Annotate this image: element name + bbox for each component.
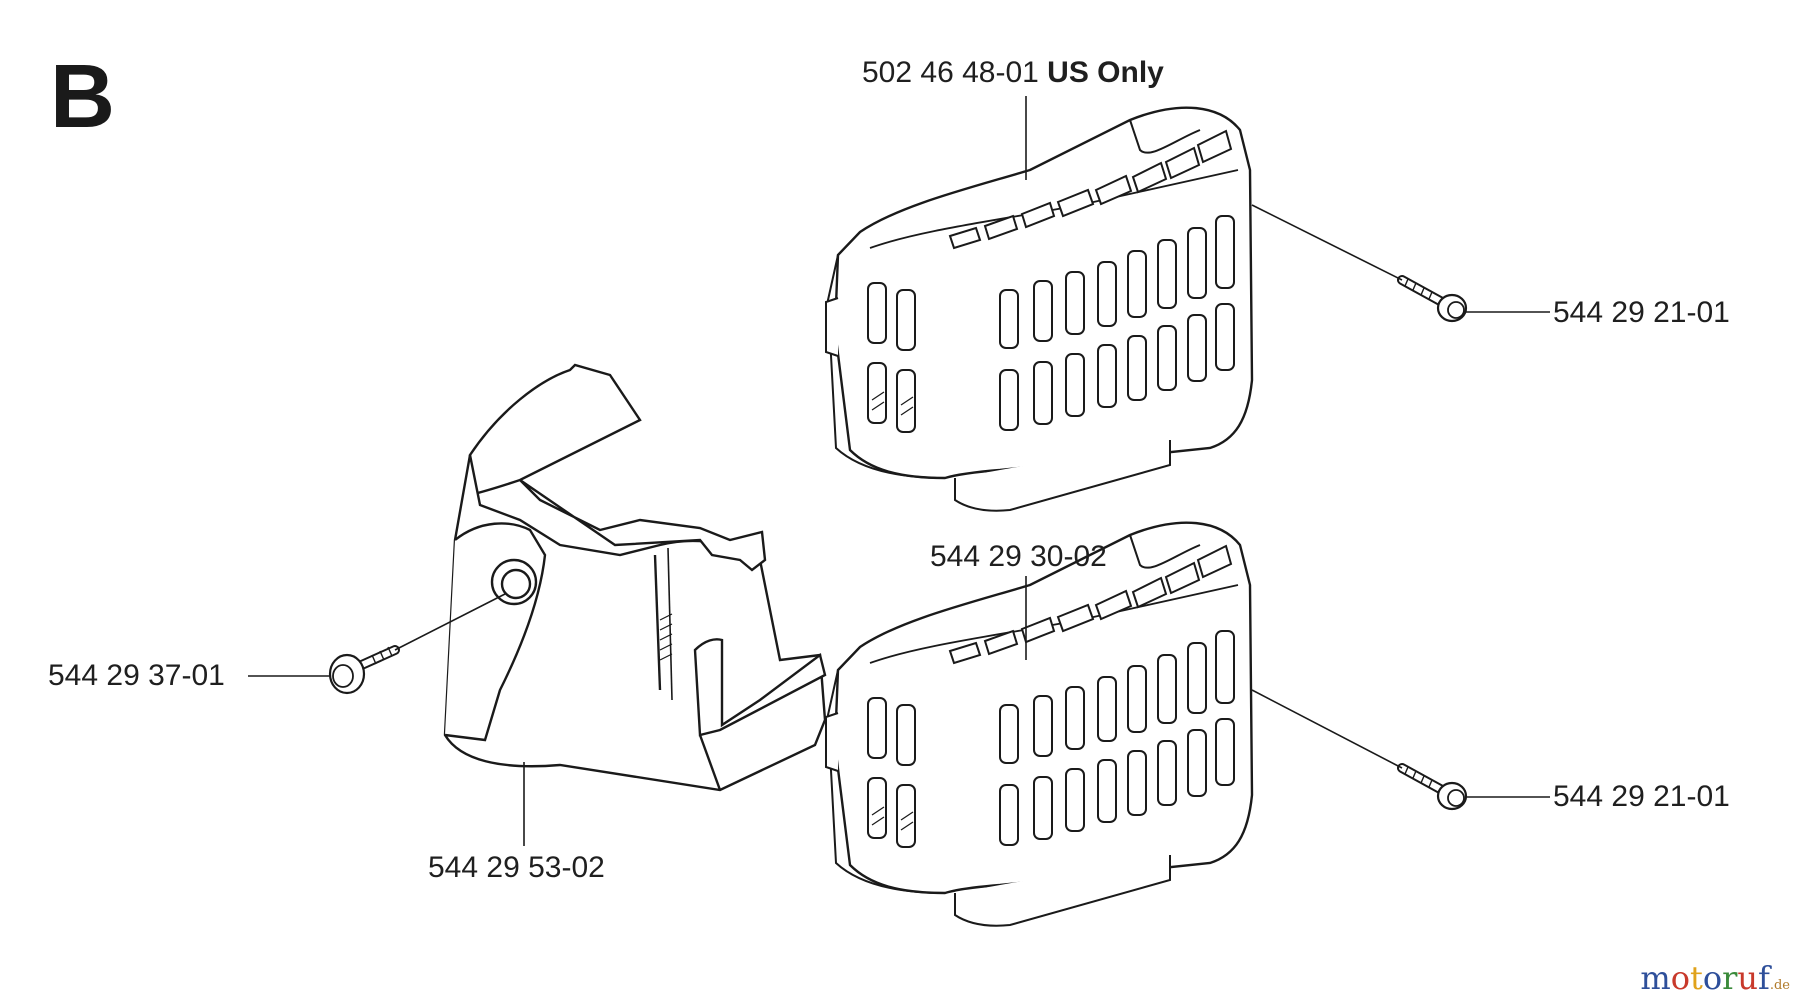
leader-lines xyxy=(248,96,1550,846)
wm-u: u xyxy=(1737,959,1758,997)
air-filter-cover-bottom xyxy=(824,521,1254,927)
part-number-cover-top: 502 46 48-01 xyxy=(862,56,1039,89)
screw-bottom xyxy=(1402,767,1466,809)
air-filter-cover-top xyxy=(824,106,1254,512)
wm-tld: .de xyxy=(1769,978,1790,993)
wm-o2: o xyxy=(1702,959,1723,997)
part-label-screw-top: 544 29 21-01 xyxy=(1553,296,1730,329)
wm-o1: o xyxy=(1670,959,1690,997)
part-label-cover-bottom: 544 29 30-02 xyxy=(930,540,1107,573)
part-label-housing: 544 29 53-02 xyxy=(428,851,605,884)
screw-left xyxy=(328,645,400,695)
us-only-note: US Only xyxy=(1047,56,1164,89)
section-letter: B xyxy=(50,47,115,147)
wm-f: f xyxy=(1758,959,1770,997)
part-label-screw-bottom: 544 29 21-01 xyxy=(1553,780,1730,813)
part-label-screw-left: 544 29 37-01 xyxy=(48,659,225,692)
part-label-cover-top: 502 46 48-01 US Only xyxy=(862,58,1164,88)
wm-t: t xyxy=(1689,959,1703,997)
watermark-logo: motoruf.de xyxy=(1640,962,1790,994)
wm-r: r xyxy=(1722,959,1738,997)
wm-m: m xyxy=(1640,959,1671,997)
engine-housing xyxy=(443,363,827,792)
screw-top xyxy=(1402,279,1466,321)
